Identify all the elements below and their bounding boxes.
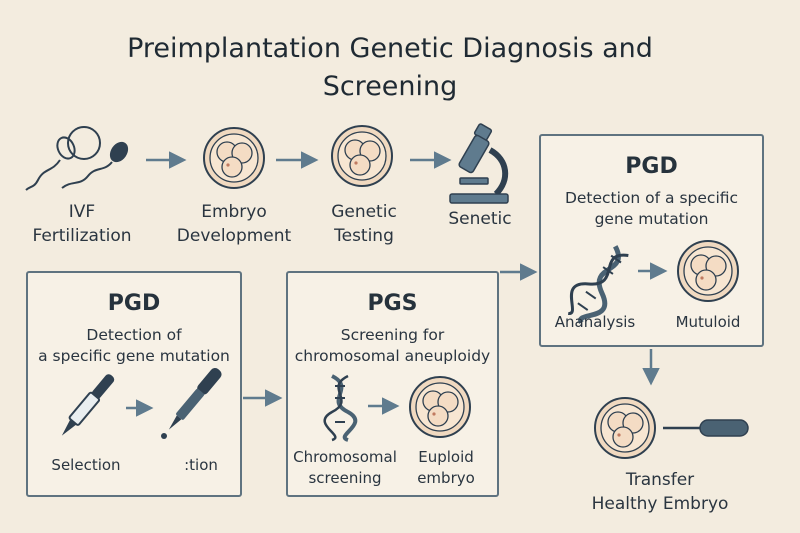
embryo-label-line-1: Embryo bbox=[201, 202, 267, 222]
mutuloid-label: Mutuloid bbox=[675, 313, 741, 331]
pgd-left-subtitle: Detection of a specific gene mutation bbox=[28, 325, 240, 367]
senetic-label: Senetic bbox=[448, 209, 512, 229]
pgd-right-subtitle-line-2: gene mutation bbox=[594, 210, 709, 228]
embryo-icon bbox=[331, 125, 393, 187]
embryo-icon bbox=[677, 240, 739, 302]
title-line-2: Screening bbox=[322, 71, 458, 102]
embryo-icon bbox=[203, 127, 265, 189]
ivf-label-line-1: IVF bbox=[68, 202, 96, 222]
tion-label: :tion bbox=[184, 456, 218, 474]
pipette-icon bbox=[61, 374, 115, 436]
testing-label-line-2: Testing bbox=[334, 226, 394, 246]
sperm-egg-icon bbox=[25, 126, 129, 191]
euploid-line-2: embryo bbox=[417, 469, 475, 487]
page-title: Preimplantation Genetic Diagnosis and Sc… bbox=[0, 30, 780, 106]
embryo-development-label: Embryo Development bbox=[170, 200, 298, 248]
selection-label: Selection bbox=[51, 456, 121, 474]
pgd-right-title: PGD bbox=[625, 154, 678, 179]
transfer-line-1: Transfer bbox=[625, 470, 695, 490]
testing-label-line-1: Genetic bbox=[331, 202, 397, 222]
pgd-right-subtitle: Detection of a specific gene mutation bbox=[541, 188, 762, 230]
pgd-left-title: PGD bbox=[107, 291, 161, 316]
dna-icon bbox=[567, 245, 629, 324]
pgs-box: PGS Screening for chromosomal aneuploidy bbox=[286, 271, 499, 497]
pgs-subtitle: Screening for chromosomal aneuploidy bbox=[288, 325, 497, 367]
genetic-testing-label: Genetic Testing bbox=[312, 200, 416, 248]
pgd-left-subtitle-line-1: Detection of bbox=[86, 326, 182, 344]
dna-icon bbox=[323, 374, 358, 442]
pgs-title: PGS bbox=[367, 291, 418, 316]
transfer-label: Transfer Healthy Embryo bbox=[570, 468, 750, 516]
chromosomal-screening-label: Chromosomal screening bbox=[289, 447, 401, 489]
title-line-1: Preimplantation Genetic Diagnosis and bbox=[127, 33, 653, 64]
embryo-icon bbox=[594, 397, 656, 459]
microscope-icon bbox=[449, 123, 509, 204]
ivf-label: IVF Fertilization bbox=[22, 200, 142, 248]
embryo-icon bbox=[409, 376, 471, 438]
pgd-left-box: PGD Detection of a specific gene mutatio… bbox=[26, 271, 242, 497]
pgd-right-box: PGD Detection of a specific gene mutatio… bbox=[539, 134, 764, 347]
transfer-line-2: Healthy Embryo bbox=[591, 494, 729, 514]
ivf-label-line-2: Fertilization bbox=[32, 226, 132, 246]
pipette-icon bbox=[168, 368, 222, 430]
analysis-label: Ananalysis bbox=[554, 313, 636, 331]
chromosomal-line-2: screening bbox=[308, 469, 382, 487]
pgs-subtitle-line-1: Screening for bbox=[340, 326, 445, 344]
euploid-line-1: Euploid bbox=[418, 448, 474, 466]
pgd-right-subtitle-line-1: Detection of a specific bbox=[564, 189, 739, 207]
embryo-label-line-2: Development bbox=[176, 226, 292, 246]
droplet bbox=[161, 433, 167, 439]
catheter-icon bbox=[663, 419, 749, 437]
pgd-left-subtitle-line-2: a specific gene mutation bbox=[38, 347, 230, 365]
pgs-subtitle-line-2: chromosomal aneuploidy bbox=[294, 347, 491, 365]
chromosomal-line-1: Chromosomal bbox=[293, 448, 397, 466]
euploid-embryo-label: Euploid embryo bbox=[400, 447, 492, 489]
